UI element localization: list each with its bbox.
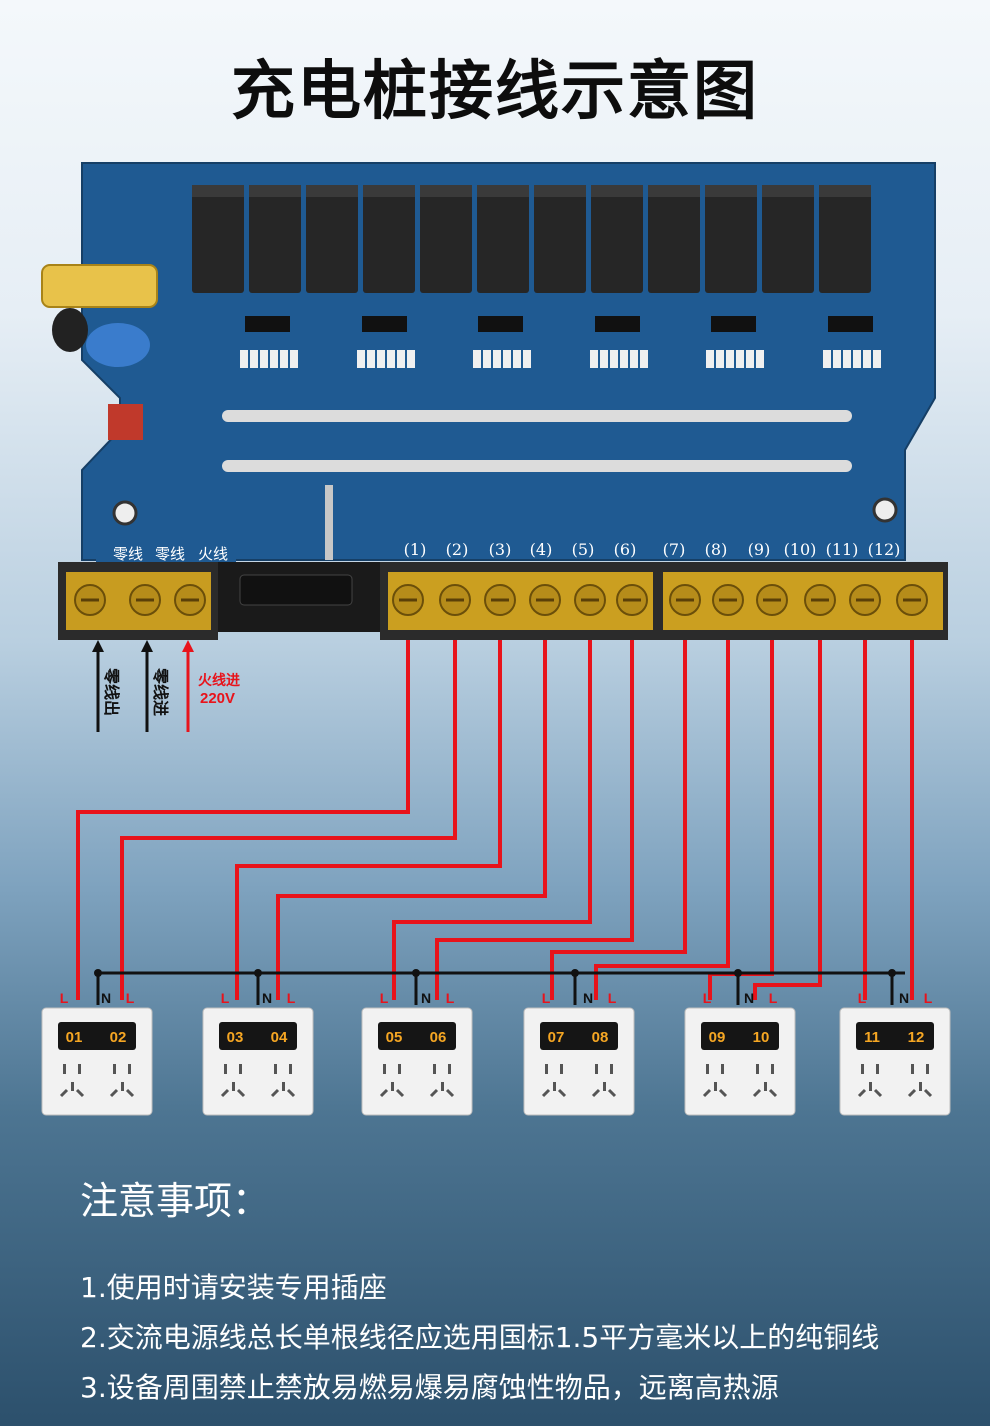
live-wire-5 (392, 640, 592, 1000)
socket-number-right: 12 (908, 1029, 925, 1046)
terminal-label-7: (7) (663, 540, 686, 559)
socket-l1-label: L (60, 990, 69, 1006)
socket-number-right: 10 (753, 1029, 770, 1046)
socket-number-left: 07 (548, 1029, 565, 1046)
socket-number-right: 08 (592, 1029, 609, 1046)
live-voltage-label: 220V (200, 690, 235, 707)
note-3: 3.设备周围禁止禁放易燃易爆易腐蚀性物品，远离高热源 (80, 1371, 779, 1404)
socket-l2-label: L (924, 990, 933, 1006)
board-label-neutral-b: 零线 (155, 545, 185, 563)
ic-chip (828, 316, 873, 332)
live-wire-1 (76, 640, 410, 1000)
live-wire-6 (435, 640, 634, 1000)
socket-l2-label: L (126, 990, 135, 1006)
socket-n-label: N (899, 990, 909, 1006)
note-2: 2.交流电源线总长单根线径应选用国标1.5平方毫米以上的纯铜线 (80, 1321, 880, 1354)
relay (363, 185, 415, 293)
ic-chip (478, 316, 523, 332)
socket-l1-label: L (858, 990, 867, 1006)
live-wire-9 (708, 640, 774, 1000)
terminal-label-8: (8) (705, 540, 728, 559)
relay (762, 185, 814, 293)
live-wire-4 (276, 640, 547, 1000)
terminal-label-9: (9) (748, 540, 771, 559)
socket-number-left: 03 (227, 1029, 244, 1046)
terminal-label-1: (1) (404, 540, 427, 559)
live-wire-7 (550, 640, 687, 1000)
relay (705, 185, 757, 293)
relay (819, 185, 871, 293)
socket-n-label: N (101, 990, 111, 1006)
live-in-label: 火线进 (198, 672, 240, 689)
ic-chip (362, 316, 407, 332)
socket-number-right: 02 (110, 1029, 127, 1046)
socket-n-label: N (421, 990, 431, 1006)
note-1: 1.使用时请安装专用插座 (80, 1271, 387, 1304)
ic-chip (711, 316, 756, 332)
socket-number-right: 04 (271, 1029, 288, 1046)
socket-l2-label: L (769, 990, 778, 1006)
board-label-neutral-a: 零线 (113, 545, 143, 563)
terminal-label-12: (12) (868, 540, 901, 559)
socket-number-right: 06 (430, 1029, 447, 1046)
notes-title: 注意事项： (80, 1179, 271, 1223)
output-terminal-block (380, 562, 948, 640)
socket-n-label: N (583, 990, 593, 1006)
relay (477, 185, 529, 293)
relay (306, 185, 358, 293)
socket-l1-label: L (380, 990, 389, 1006)
relay (192, 185, 244, 293)
socket-number-left: 05 (386, 1029, 403, 1046)
fuse-holder (218, 562, 380, 632)
relay (249, 185, 301, 293)
wiring (76, 640, 914, 1005)
socket-l1-label: L (542, 990, 551, 1006)
terminal-label-4: (4) (530, 540, 553, 559)
input-arrows (92, 640, 194, 732)
terminal-label-2: (2) (446, 540, 469, 559)
neutral-in-label: 零线进 (151, 667, 170, 716)
terminal-label-11: (11) (826, 540, 859, 559)
socket-number-left: 01 (66, 1029, 83, 1046)
socket-l1-label: L (221, 990, 230, 1006)
socket-l2-label: L (608, 990, 617, 1006)
terminal-label-10: (10) (784, 540, 817, 559)
board-label-live: 火线 (198, 545, 228, 563)
live-wire-3 (235, 640, 502, 1000)
relay (420, 185, 472, 293)
ic-chip (595, 316, 640, 332)
socket-l2-label: L (446, 990, 455, 1006)
relay (534, 185, 586, 293)
live-wire-8 (594, 640, 730, 1000)
socket-l1-label: L (703, 990, 712, 1006)
neutral-out-label: 零线出 (102, 667, 121, 716)
live-wire-2 (120, 640, 457, 1000)
page-title: 充电桩接线示意图 (231, 55, 759, 129)
pcb-board (41, 162, 936, 561)
relay (591, 185, 643, 293)
socket-n-label: N (262, 990, 272, 1006)
ic-chip (245, 316, 290, 332)
socket-number-left: 09 (709, 1029, 726, 1046)
live-wire-10 (753, 640, 822, 1000)
socket-n-label: N (744, 990, 754, 1006)
socket-number-left: 11 (864, 1029, 880, 1046)
socket-l2-label: L (287, 990, 296, 1006)
terminal-label-3: (3) (489, 540, 512, 559)
terminal-label-5: (5) (572, 540, 595, 559)
relay (648, 185, 700, 293)
terminal-label-6: (6) (614, 540, 637, 559)
